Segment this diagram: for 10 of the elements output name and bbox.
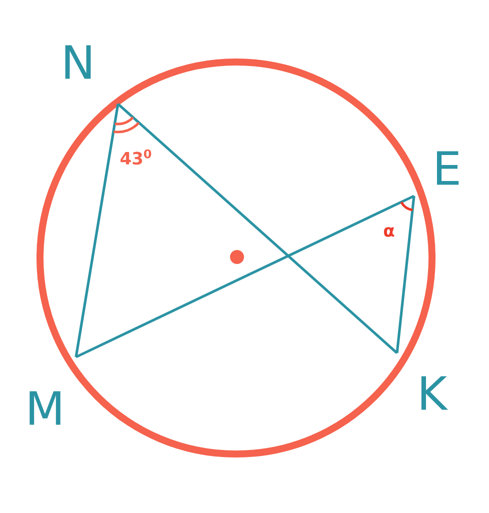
angle-label: α bbox=[384, 227, 394, 237]
chord bbox=[74, 104, 120, 358]
vertex-label: K bbox=[421, 376, 448, 410]
angle-label: 43$^{0}$ bbox=[120, 149, 152, 165]
chord bbox=[75, 194, 415, 358]
chord bbox=[117, 103, 398, 354]
vertex-label: N bbox=[65, 45, 91, 79]
vertex-label: M bbox=[30, 391, 60, 425]
chord bbox=[396, 196, 416, 354]
vertex-label: E bbox=[437, 151, 459, 185]
